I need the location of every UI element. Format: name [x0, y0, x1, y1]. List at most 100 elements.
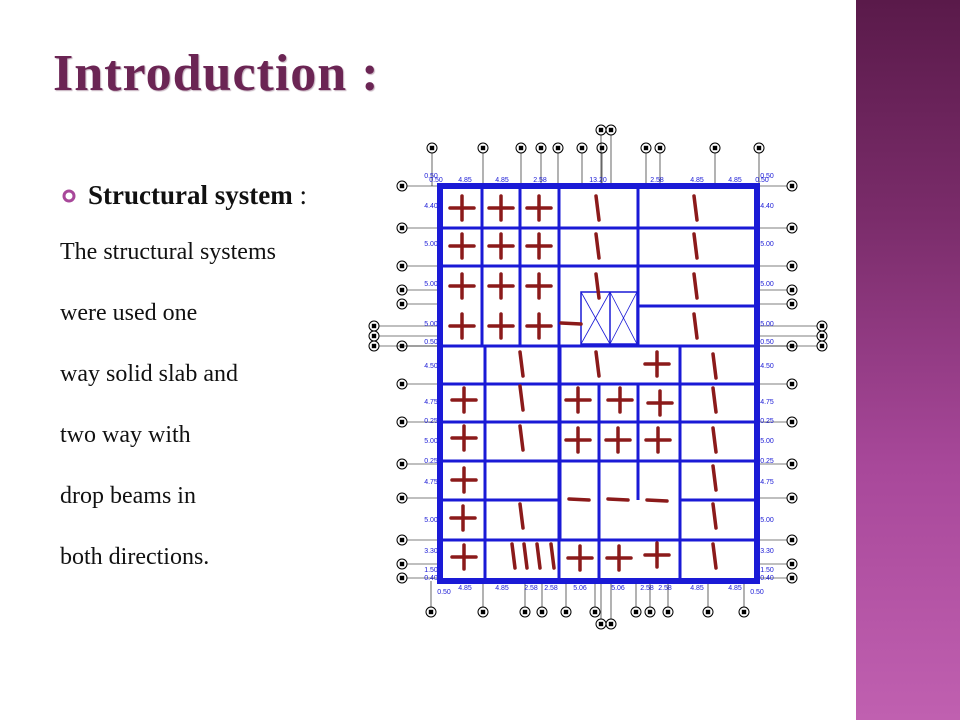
slab-symbol-stroke	[645, 498, 669, 503]
dimension-label-left: 4.40	[424, 203, 438, 210]
grid-bubble-top	[640, 142, 652, 154]
grid-bubble-dot	[741, 609, 747, 615]
grid-bubble-right	[786, 378, 798, 390]
body-line: both directions.	[60, 544, 210, 570]
grid-bubble-dot	[555, 145, 561, 151]
grid-bubble-top	[426, 142, 438, 154]
dimension-label-top: 0.50	[755, 177, 769, 184]
grid-bubble-left	[368, 320, 380, 332]
grid-bubble-dot	[399, 561, 405, 567]
slab-symbol-stroke	[711, 502, 718, 530]
slab-symbol-stroke	[518, 502, 525, 530]
grid-bubble-bottom	[560, 606, 572, 618]
grid-bubble-left	[396, 534, 408, 546]
dimension-label-left: 0.50	[424, 339, 438, 346]
grid-bubble-dot	[665, 609, 671, 615]
grid-bubble-dot	[789, 461, 795, 467]
two-way-slab-symbol	[525, 272, 553, 300]
grid-bubble-dot	[518, 145, 524, 151]
dimension-label-left: 1.50	[424, 567, 438, 574]
grid-bubble-dot	[789, 419, 795, 425]
two-way-slab-symbol	[450, 424, 478, 452]
dimension-label-bottom: 5.06	[611, 585, 625, 592]
grid-bubble-dot	[428, 609, 434, 615]
grid-bubble-right	[786, 558, 798, 570]
grid-bubble-dot	[657, 145, 663, 151]
grid-bubble-left	[396, 416, 408, 428]
one-way-slab-symbol	[594, 350, 601, 378]
two-way-slab-symbol	[643, 350, 671, 378]
dimension-label-right: 0.25	[760, 418, 774, 425]
bullet-suffix: :	[292, 180, 307, 210]
grid-bubble-right	[786, 416, 798, 428]
two-way-slab-symbol	[564, 386, 592, 414]
grid-bubble-dot	[789, 287, 795, 293]
grid-bubble-dot	[399, 183, 405, 189]
two-way-slab-symbol	[448, 194, 476, 222]
two-way-slab-symbol	[487, 272, 515, 300]
dimension-label-left: 0.50	[424, 173, 438, 180]
dimension-label-right: 5.00	[760, 241, 774, 248]
grid-bubble-dot	[789, 263, 795, 269]
dimension-label-right: 0.25	[760, 458, 774, 465]
grid-bubble-bottom	[425, 606, 437, 618]
grid-bubble-top	[753, 142, 765, 154]
grid-bubble-dot	[789, 495, 795, 501]
grid-bubble-right	[786, 458, 798, 470]
one-way-slab-symbol	[594, 272, 601, 300]
slab-symbol-stroke	[594, 272, 601, 300]
dimension-label-right: 5.00	[760, 281, 774, 288]
dimension-label-left: 3.30	[424, 548, 438, 555]
dimension-label-bottom: 4.85	[458, 585, 472, 592]
slab-symbol-stroke	[692, 312, 699, 340]
dimension-label-left: 0.25	[424, 418, 438, 425]
two-way-slab-symbol	[604, 426, 632, 454]
dimension-label-right: 0.50	[760, 339, 774, 346]
grid-bubble-dot	[371, 333, 377, 339]
grid-bubble-dot	[789, 183, 795, 189]
grid-bubble-right	[816, 320, 828, 332]
one-way-slab-symbol	[692, 272, 699, 300]
stair-cross-line	[609, 291, 638, 345]
slide-title: Introduction :	[53, 45, 380, 102]
one-way-slab-symbol	[645, 498, 669, 503]
grid-bubble-dot	[819, 333, 825, 339]
body-text: The structural systems were used one way…	[60, 235, 276, 601]
grid-bubble-dot	[371, 323, 377, 329]
grid-bubble-dot	[371, 343, 377, 349]
body-line: two way with	[60, 422, 191, 448]
slab-symbol-stroke	[518, 350, 525, 378]
dimension-label-bottom: 2.58	[658, 585, 672, 592]
grid-bubble-right	[786, 180, 798, 192]
grid-bubble-bottom	[605, 618, 617, 630]
grid-bubble-dot	[789, 381, 795, 387]
slab-symbol-stroke	[711, 386, 718, 414]
grid-bubble-dot	[480, 145, 486, 151]
dimension-label-bottom: 5.06	[573, 585, 587, 592]
dimension-label-left: 4.50	[424, 363, 438, 370]
grid-bubble-left	[368, 330, 380, 342]
dimension-label-top: 13.20	[589, 177, 607, 184]
grid-bubble-top	[596, 142, 608, 154]
dimension-label-left: 0.40	[424, 575, 438, 582]
two-way-slab-symbol	[646, 389, 674, 417]
one-way-slab-symbol	[510, 542, 517, 570]
grid-bubble-top	[515, 142, 527, 154]
grid-bubble-dot	[647, 609, 653, 615]
grid-bubble-top	[477, 142, 489, 154]
slab-symbol-stroke	[594, 232, 601, 260]
one-way-slab-symbol	[711, 542, 718, 570]
dimension-label-right: 3.30	[760, 548, 774, 555]
dimension-label-bottom: 2.58	[524, 585, 538, 592]
dimension-label-top: 4.85	[495, 177, 509, 184]
slab-symbol-stroke	[549, 542, 556, 570]
grid-bubble-dot	[598, 621, 604, 627]
dimension-label-right: 4.40	[760, 203, 774, 210]
grid-bubble-left	[396, 222, 408, 234]
grid-bubble-dot	[399, 381, 405, 387]
grid-bubble-dot	[789, 575, 795, 581]
one-way-slab-symbol	[711, 426, 718, 454]
body-line: way solid slab and	[60, 361, 238, 387]
slab-symbol-stroke	[711, 352, 718, 380]
